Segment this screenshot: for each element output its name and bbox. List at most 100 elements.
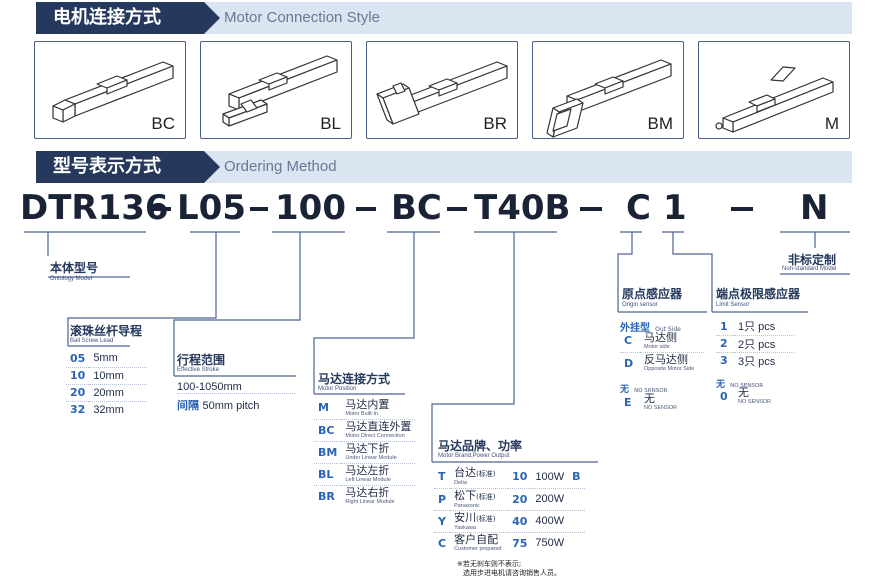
module-br-illustration xyxy=(376,61,508,125)
limit-title-cn: 端点极限感应器 xyxy=(716,287,801,301)
brand-code: 10 xyxy=(508,466,532,489)
stroke-pitch-cn: 间隔 xyxy=(177,399,199,412)
stroke-title-en: Effective Stroke xyxy=(177,367,219,373)
brand-en: Panasonic xyxy=(454,502,480,509)
code-limit: 1 xyxy=(663,188,687,228)
brand-en: Yaskawa xyxy=(454,524,476,531)
lead-key: 20 xyxy=(66,384,90,402)
limit-none-cn: 无 xyxy=(716,380,726,390)
code-dash xyxy=(250,207,268,211)
origin-en: Motor side xyxy=(644,343,670,350)
section-arrow xyxy=(204,151,220,183)
limit-zero-en: NO SENSOR xyxy=(738,399,772,405)
brand-title-en: Motor Brand,Power Output xyxy=(438,453,510,459)
brand-note-1: ※若无刹车则不表示; xyxy=(457,560,522,568)
limit-zero-cn: 无 xyxy=(738,386,749,399)
table-row: Y 安川(标准)Yaskawa 40 400W xyxy=(434,510,585,533)
section-arrow xyxy=(204,2,220,34)
brand-en: Delta xyxy=(454,480,467,487)
limit-none-en: NO SENSOR xyxy=(730,383,764,389)
brand-cn: 台达 xyxy=(454,466,477,480)
brand-std: (标准) xyxy=(476,492,496,501)
origin-type-row: 外挂型 Out Side xyxy=(620,316,681,335)
brand-std: (标准) xyxy=(476,514,496,523)
lead-value: 5mm xyxy=(89,350,148,368)
brand-note-2: 选用步进电机请咨询销售人员。 xyxy=(463,569,561,577)
lead-key: 10 xyxy=(66,367,90,385)
brand-power: 200W xyxy=(531,488,569,511)
style-label-bl: BL xyxy=(320,114,341,133)
module-m-illustration xyxy=(715,66,834,133)
limit-value: 3只 pcs xyxy=(738,355,776,368)
limit-key: 1 xyxy=(716,318,734,336)
origin-key: C xyxy=(620,330,640,353)
brand-key: P xyxy=(434,488,451,511)
origin-type-cn: 外挂型 xyxy=(620,323,650,334)
table-row: P 松下(标准)Panasonic 20 200W xyxy=(434,488,585,511)
lead-title-en: Ball Screw Lead xyxy=(70,338,114,344)
lead-key: 05 xyxy=(66,350,90,368)
origin-none-cn: 无 xyxy=(620,385,630,395)
nonstd-title-cn: 非标定制 xyxy=(788,253,837,267)
limit-none-row: 无 NO SENSOR xyxy=(716,372,763,391)
position-key: BM xyxy=(314,441,342,464)
stroke-range: 100-1050mm xyxy=(177,381,295,394)
code-motor: T40B xyxy=(474,188,571,228)
module-bc-illustration xyxy=(52,61,174,123)
position-en: Motor Built-In xyxy=(345,410,379,417)
code-connection: BC xyxy=(391,188,442,228)
origin-title-cn: 原点感应器 xyxy=(622,287,683,301)
position-key: BC xyxy=(314,419,342,442)
brand-cn: 客户自配 xyxy=(454,533,499,547)
origin-key: D xyxy=(624,356,634,370)
module-bl-illustration xyxy=(222,55,338,127)
module-bm-illustration xyxy=(546,59,672,138)
limit-value: 1只 pcs xyxy=(734,318,794,336)
model-title-cn: 本体型号 xyxy=(50,261,99,275)
position-cn: 马达左折 xyxy=(345,464,390,477)
stroke-pitch-row: 间隔 50mm pitch xyxy=(177,397,259,413)
brake-code: B xyxy=(568,466,585,489)
position-title-en: Motor Position xyxy=(318,386,357,392)
nonstd-title-en: Non-standard Model xyxy=(782,266,837,272)
style-card-br: BR xyxy=(366,41,518,139)
position-en: Under Linear Module xyxy=(345,455,397,461)
position-cn: 马达下折 xyxy=(345,442,390,455)
lead-value: 10mm xyxy=(89,367,148,385)
origin-e-en: NO SENSOR xyxy=(644,405,678,411)
position-title-cn: 马达连接方式 xyxy=(318,372,391,386)
origin-e-key: E xyxy=(624,395,632,409)
code-dash xyxy=(580,207,602,211)
code-dash xyxy=(731,207,753,211)
style-label-bc: BC xyxy=(151,114,175,133)
brand-cn: 安川 xyxy=(454,510,477,524)
section-title-cn: 电机连接方式 xyxy=(36,2,204,34)
section-header-ordering: 型号表示方式 Ordering Method xyxy=(36,151,852,183)
style-label-br: BR xyxy=(483,114,507,133)
position-en: Left Linear Module xyxy=(345,477,391,483)
style-card-bm: BM xyxy=(532,41,684,139)
section-header-connection: 电机连接方式 Motor Connection Style xyxy=(36,2,852,34)
style-card-m: M xyxy=(698,41,850,139)
section-title-en: Ordering Method xyxy=(224,158,337,175)
brand-cn: 松下 xyxy=(454,488,477,502)
code-dash xyxy=(447,207,467,211)
brand-title-cn: 马达品牌、功率 xyxy=(438,439,523,453)
origin-type-en: Out Side xyxy=(655,326,681,333)
position-key: BL xyxy=(314,463,342,486)
code-nonstd: N xyxy=(800,188,829,228)
